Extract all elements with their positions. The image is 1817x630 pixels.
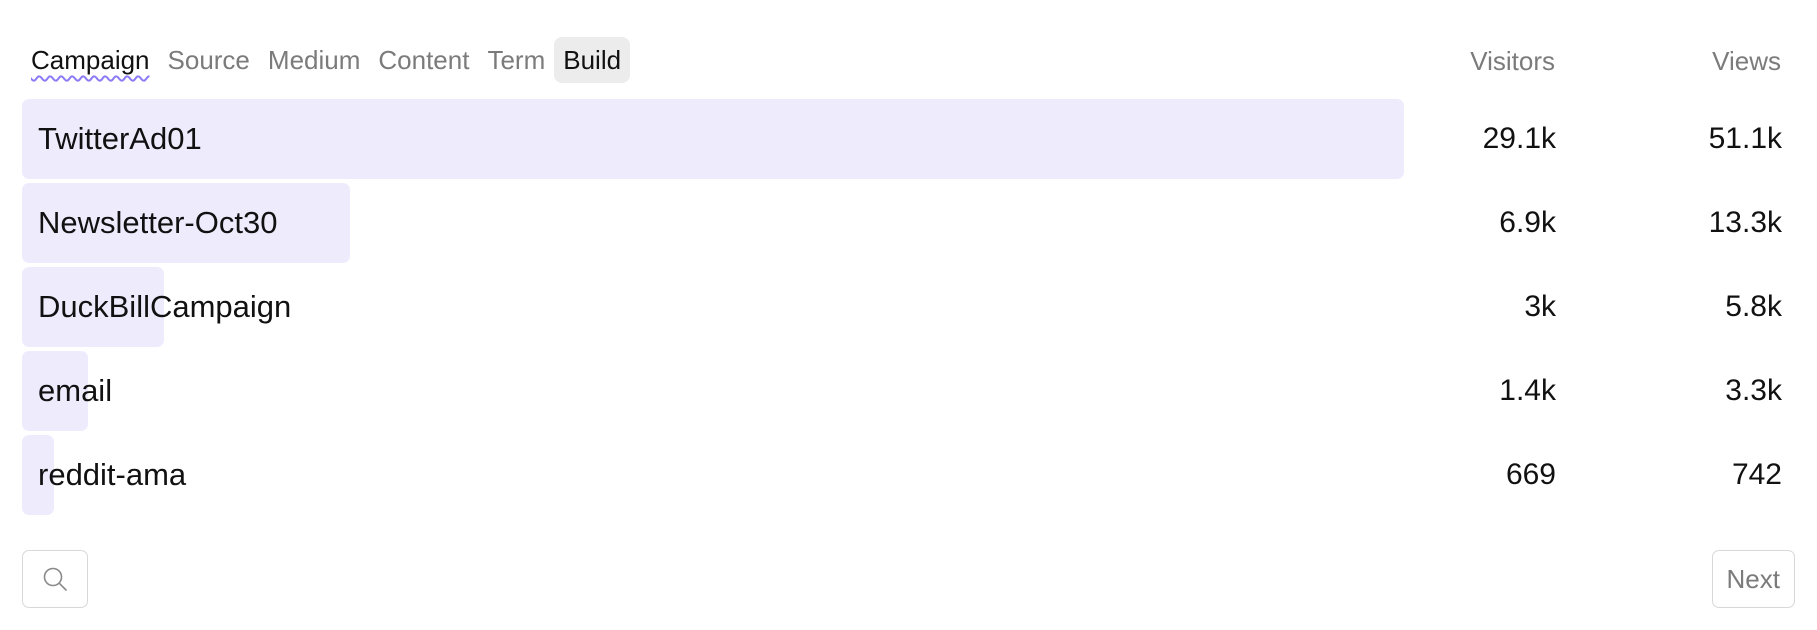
visitors-count: 29.1k xyxy=(1482,122,1556,155)
share-bar xyxy=(22,183,350,263)
search-button[interactable] xyxy=(22,550,88,608)
campaign-name: DuckBillCampaign xyxy=(38,289,292,324)
visitors-count: 6.9k xyxy=(1499,206,1556,239)
views-count: 51.1k xyxy=(1708,122,1782,155)
list-item[interactable]: TwitterAd01 29.1k 51.1k xyxy=(22,99,1796,179)
visitors-column-header[interactable]: Visitors xyxy=(1470,46,1555,76)
dimension-tabs: Campaign Source Medium Content Term Buil… xyxy=(22,37,631,83)
share-bar xyxy=(22,267,164,347)
list-item[interactable]: DuckBillCampaign 3k 5.8k xyxy=(22,267,1796,347)
views-count: 742 xyxy=(1731,458,1782,491)
visitors-count: 3k xyxy=(1524,290,1556,323)
campaign-name: TwitterAd01 xyxy=(38,121,202,156)
tab-medium[interactable]: Medium xyxy=(267,45,361,75)
list-item[interactable]: reddit-ama 669 742 xyxy=(22,435,1796,515)
list-item[interactable]: Newsletter-Oct30 6.9k 13.3k xyxy=(22,183,1796,263)
campaign-name: reddit-ama xyxy=(38,457,187,492)
tab-campaign[interactable]: Campaign xyxy=(31,45,150,75)
views-count: 3.3k xyxy=(1725,374,1782,407)
views-column-header[interactable]: Views xyxy=(1712,46,1781,76)
tab-build[interactable]: Build xyxy=(554,37,631,83)
next-page-button[interactable]: Next xyxy=(1711,550,1795,608)
tab-content[interactable]: Content xyxy=(378,45,470,75)
views-count: 13.3k xyxy=(1708,206,1782,239)
share-bar xyxy=(22,99,1404,179)
search-icon xyxy=(43,567,67,591)
views-count: 5.8k xyxy=(1725,290,1782,323)
visitors-count: 669 xyxy=(1505,458,1556,491)
tab-source[interactable]: Source xyxy=(167,45,250,75)
campaign-list: TwitterAd01 29.1k 51.1k Newsletter-Oct30… xyxy=(22,99,1796,519)
share-bar xyxy=(22,435,54,515)
list-item[interactable]: email 1.4k 3.3k xyxy=(22,351,1796,431)
campaign-name: email xyxy=(38,373,113,408)
campaign-name: Newsletter-Oct30 xyxy=(38,205,278,240)
visitors-count: 1.4k xyxy=(1499,374,1556,407)
tab-term[interactable]: Term xyxy=(487,45,546,75)
share-bar xyxy=(22,351,88,431)
